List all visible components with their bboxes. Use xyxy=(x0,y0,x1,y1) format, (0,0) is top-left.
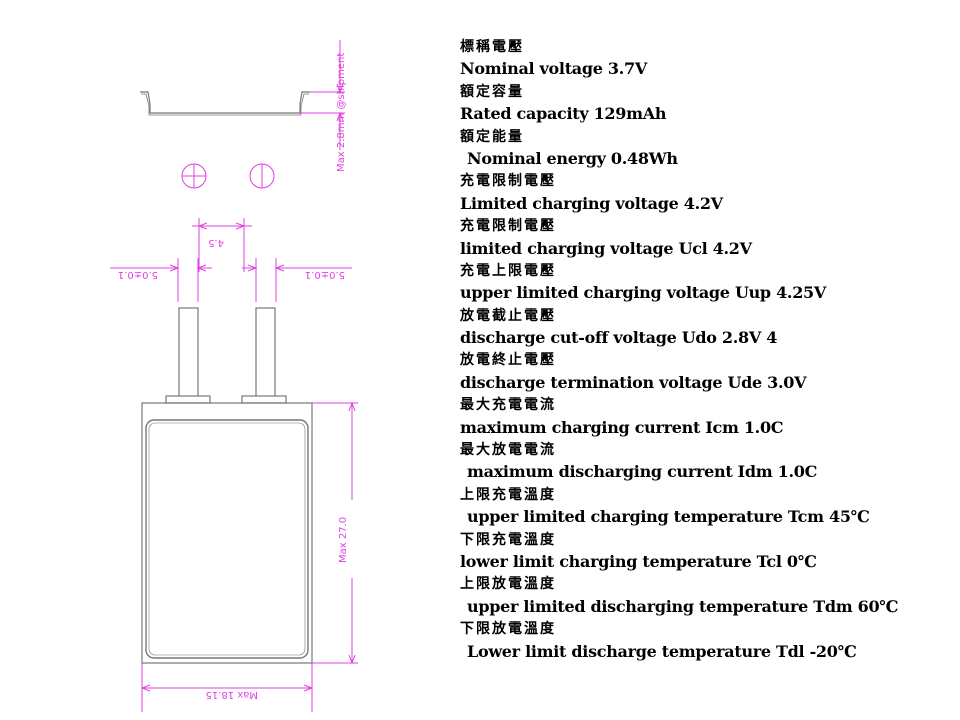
spec-label-cn: 最大放電電流 xyxy=(460,442,556,459)
spec-label-en: discharge termination voltage Ude 3.0V xyxy=(460,372,807,392)
battery-drawing: Max 2.8mm @shipment 4.5 5.0±0.1 5.0±0.1 xyxy=(110,40,358,712)
spec-label-cn: 放電終止電壓 xyxy=(460,352,556,369)
width-dimension xyxy=(140,663,314,712)
height-dimension xyxy=(312,401,358,665)
spec-label-en: Rated capacity 129mAh xyxy=(460,104,667,124)
spec-label-en: Limited charging voltage 4.2V xyxy=(460,193,723,213)
tab-spacing-dimension xyxy=(192,218,252,272)
spec-label-cn: 下限放電溫度 xyxy=(460,621,556,638)
tab-width-dimensions xyxy=(110,258,352,302)
spec-label-en: Lower limit discharge temperature Tdl -2… xyxy=(467,641,857,661)
spec-label-cn: 充電上限電壓 xyxy=(460,262,556,279)
spec-label-en: lower limit charging temperature Tcl 0℃ xyxy=(460,551,817,571)
spec-label-en: maximum discharging current Idm 1.0C xyxy=(467,462,818,482)
battery-tabs xyxy=(165,307,287,404)
spec-label-cn: 最大充電電流 xyxy=(460,397,556,414)
spec-label-en: Nominal voltage 3.7V xyxy=(460,59,647,79)
width-label: Max 18.15 xyxy=(206,689,258,700)
spec-label-en: limited charging voltage Ucl 4.2V xyxy=(460,238,752,258)
tab-symbols xyxy=(181,163,275,189)
spec-label-en: upper limited charging voltage Uup 4.25V xyxy=(460,283,826,303)
spec-label-en: Nominal energy 0.48Wh xyxy=(467,148,678,168)
spec-label-cn: 充電限制電壓 xyxy=(460,173,556,190)
height-label: Max 27.0 xyxy=(338,517,349,563)
tab-width-right-label: 5.0±0.1 xyxy=(305,269,345,280)
spec-label-cn: 充電限制電壓 xyxy=(460,218,556,235)
spec-label-cn: 標稱電壓 xyxy=(460,39,524,55)
negative-tab xyxy=(255,307,276,401)
spec-label-cn: 上限充電溫度 xyxy=(460,486,556,503)
side-view xyxy=(140,91,310,116)
spec-label-cn: 放電截止電壓 xyxy=(460,307,556,324)
spec-label-cn: 上限放電溫度 xyxy=(460,576,556,593)
battery-body xyxy=(141,402,313,664)
tab-width-left-label: 5.0±0.1 xyxy=(118,269,158,280)
spec-label-en: upper limited discharging temperature Td… xyxy=(467,596,899,616)
spec-label-cn: 額定容量 xyxy=(460,83,524,100)
positive-tab xyxy=(178,307,199,401)
thickness-label: Max 2.8mm @shipment xyxy=(336,53,347,172)
spec-label-en: upper limited charging temperature Tcm 4… xyxy=(467,507,870,527)
spec-label-en: maximum charging current Icm 1.0C xyxy=(460,417,784,437)
spec-list: 標稱電壓 Nominal voltage 3.7V 額定容量 Rated cap… xyxy=(460,36,950,663)
spec-label-cn: 下限充電溫度 xyxy=(460,531,556,548)
tab-spacing-label: 4.5 xyxy=(208,237,224,248)
spec-label-en: discharge cut-off voltage Udo 2.8V 4 xyxy=(460,328,778,348)
thickness-dimension xyxy=(300,40,345,150)
spec-label-cn: 額定能量 xyxy=(460,128,524,145)
